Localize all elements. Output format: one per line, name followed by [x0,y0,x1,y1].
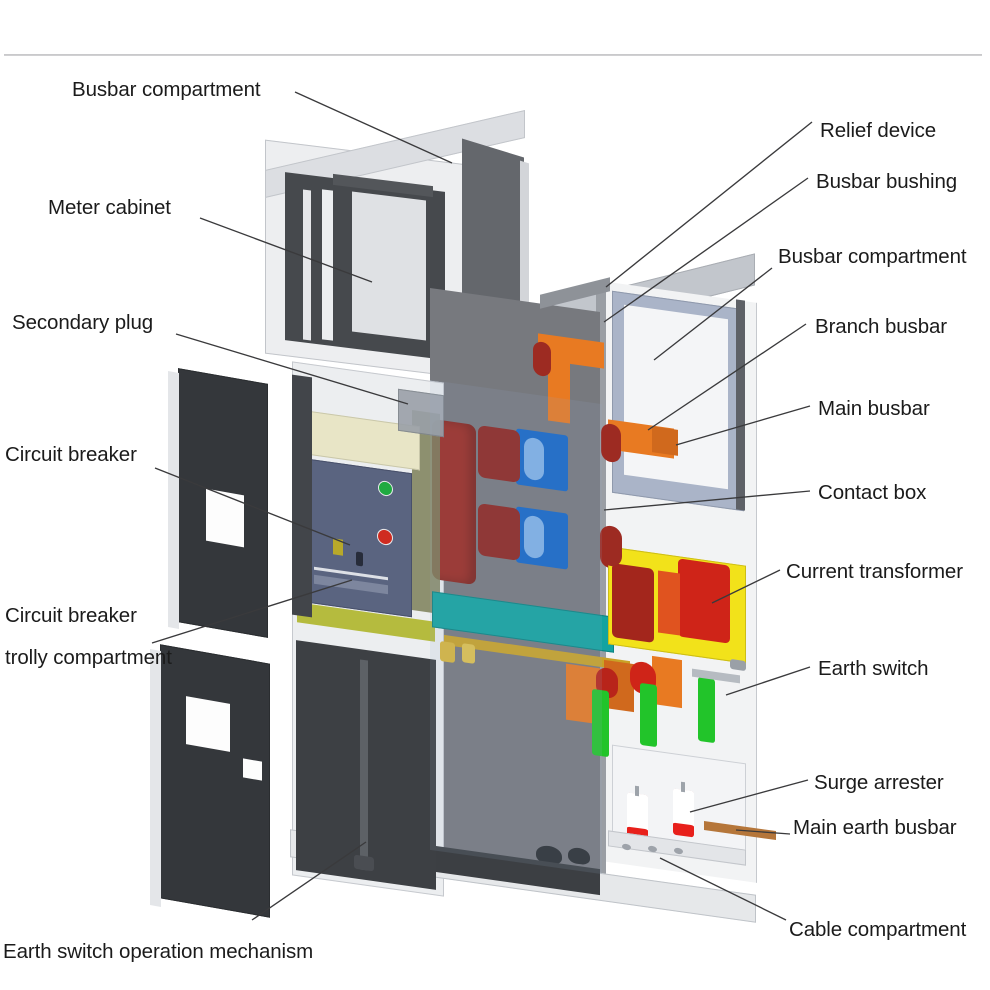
leader-meter-cabinet [199,217,373,283]
label-contact-box: Contact box [818,481,927,504]
leader-earth-switch-op-mech [251,841,367,921]
label-busbar-compartment-left: Busbar compartment [72,78,261,101]
label-earth-switch: Earth switch [818,657,929,680]
leader-relief-device [605,121,813,288]
label-earth-switch-operation-mechanism: Earth switch operation mechanism [3,940,314,963]
label-cable-compartment: Cable compartment [789,918,967,941]
label-branch-busbar: Branch busbar [815,315,948,338]
label-circuit-breaker-trolly-line1: Circuit breaker [5,604,137,627]
label-main-busbar: Main busbar [818,397,930,420]
label-meter-cabinet: Meter cabinet [48,196,171,219]
label-busbar-compartment-right: Busbar compartment [778,245,967,268]
leader-earth-switch [725,666,811,696]
leader-surge-arrester [689,779,809,813]
label-circuit-breaker: Circuit breaker [5,443,137,466]
leader-branch-busbar [647,323,807,431]
leader-busbar-compartment-left [294,91,453,164]
leader-circuit-breaker-trolly [151,579,353,644]
leader-circuit-breaker [154,467,351,546]
leader-busbar-compartment-right [653,267,773,361]
label-current-transformer: Current transformer [786,560,963,583]
leader-busbar-bushing [603,177,809,323]
leader-secondary-plug [175,333,409,405]
label-circuit-breaker-trolly-line2: trolly compartment [5,646,172,669]
label-busbar-bushing: Busbar bushing [816,170,958,193]
leader-cable-compartment [659,857,787,921]
leader-main-earth-busbar [735,829,791,835]
leader-main-busbar [675,405,811,446]
label-surge-arrester: Surge arrester [814,771,944,794]
leader-contact-box [603,490,811,511]
label-secondary-plug: Secondary plug [12,311,154,334]
label-main-earth-busbar: Main earth busbar [793,816,957,839]
header-divider-rule [4,54,982,56]
label-relief-device: Relief device [820,119,937,142]
leader-current-transformer [711,569,781,604]
